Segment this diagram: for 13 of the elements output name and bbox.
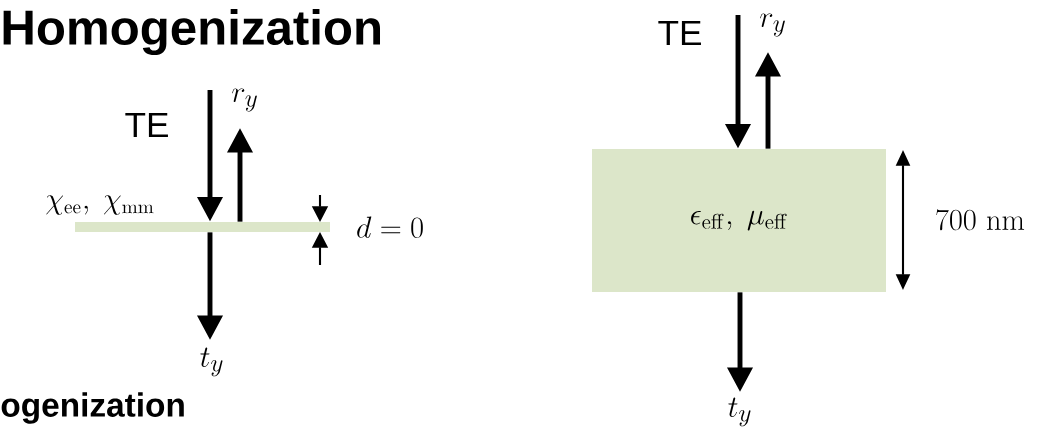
layer-label: $\chi_{\mathrm{ee}},\ \chi_{\mathrm{mm}}$ <box>46 195 154 215</box>
slab-box: $\epsilon_{\mathrm{eff}},\ \mu_{\mathrm{eff}}$ <box>592 149 886 292</box>
title: Homogenization <box>3 9 380 56</box>
math-label: $r_y$ <box>760 13 785 37</box>
math-label: $r_y$ <box>232 88 257 112</box>
polarization-label: TE <box>125 112 168 138</box>
math-label: $t_y$ <box>200 347 223 377</box>
polarization-label: TE <box>658 20 701 46</box>
math-label: $d = 0$ <box>357 216 423 239</box>
thin-layer <box>75 222 330 232</box>
math-label: $t_y$ <box>728 397 751 427</box>
subtitle: ogenization <box>1 392 184 424</box>
math-label: $700\ \mathrm{nm}$ <box>936 209 1025 231</box>
